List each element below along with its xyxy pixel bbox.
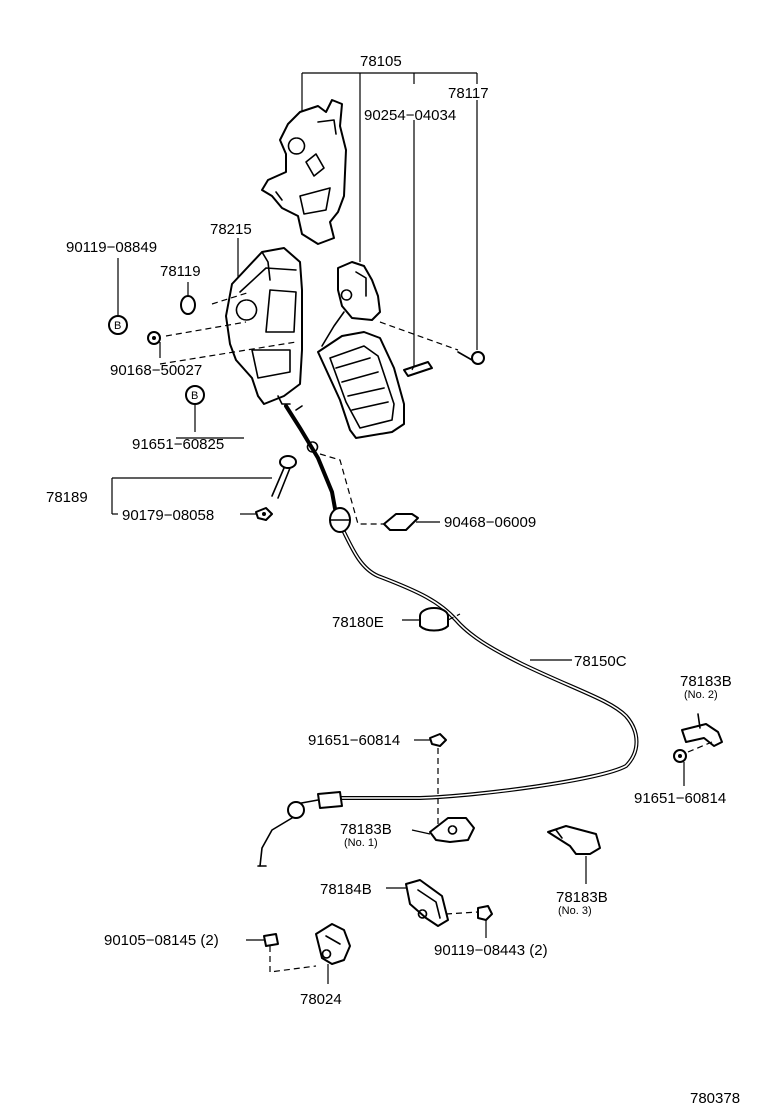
accelerator-cable: [257, 404, 639, 867]
accelerator-pedal-pad: [317, 331, 405, 439]
clamp-78183b-no3: [547, 825, 601, 884]
svg-text:B: B: [191, 390, 198, 402]
svg-text:B: B: [114, 320, 121, 332]
pedal-arm-bracket: [321, 261, 381, 347]
pedal-pin: [403, 361, 433, 377]
figure-number: 780378: [690, 1090, 740, 1107]
label-91651-60825: 91651−60825: [132, 436, 224, 453]
label-78180e: 78180E: [332, 614, 384, 631]
label-90168-50027: 90168−50027: [110, 362, 202, 379]
label-90119-08443: 90119−08443 (2): [434, 942, 548, 959]
label-90119-08849: 90119−08849: [66, 239, 157, 256]
bracket-78189-leader: [111, 477, 272, 515]
bracket-group-leader: [301, 72, 478, 370]
upper-mounting-bracket: [261, 99, 347, 245]
label-78105: 78105: [360, 53, 402, 70]
clamp-78183b-no2: [673, 713, 723, 786]
label-78215: 78215: [210, 221, 252, 238]
dashed-line: [165, 321, 247, 337]
dashed-line: [379, 321, 459, 351]
label-78117: 78117: [448, 85, 489, 102]
nut-90179: [255, 507, 273, 521]
b-marker-lower: B: [185, 385, 205, 432]
bolt-90168: [147, 331, 161, 358]
label-78183b-no3: 78183B: [556, 889, 608, 906]
bracket-78024: [315, 923, 351, 984]
label-78119: 78119: [160, 263, 201, 280]
label-78183b-no3-sub: (No. 3): [558, 905, 592, 917]
label-90179-08058: 90179−08058: [122, 507, 214, 524]
label-78184b: 78184B: [320, 881, 372, 898]
b-marker-upper: B: [108, 258, 128, 335]
label-91651-60814-mid: 91651−60814: [308, 732, 400, 749]
bolt-78117: [457, 351, 485, 365]
label-78183b-no1: 78183B: [340, 821, 392, 838]
label-90254-04034: 90254−04034: [364, 107, 456, 124]
bolt-90119-pair: [477, 905, 493, 938]
grommet-78180e: [402, 607, 461, 632]
dashed-line: [319, 453, 384, 525]
label-91651-60814-right: 91651−60814: [634, 790, 726, 807]
bracket-78184b: [386, 879, 479, 927]
label-90468-06009: 90468−06009: [444, 514, 536, 531]
clip-90468: [383, 513, 440, 531]
dashed-line: [211, 291, 251, 305]
label-90105-08145: 90105−08145 (2): [104, 932, 219, 949]
bolt-91651-mid: [414, 733, 447, 830]
pedal-housing: [225, 247, 303, 405]
label-78183b-no2-sub: (No. 2): [684, 689, 718, 701]
label-78189: 78189: [46, 489, 88, 506]
bolt-78189: [271, 455, 297, 499]
label-78183b-no2: 78183B: [680, 673, 732, 690]
bolt-90105-pair: [246, 933, 317, 973]
label-78150c: 78150C: [574, 653, 627, 670]
washer-78119: [180, 282, 196, 315]
label-78183b-no1-sub: (No. 1): [344, 837, 378, 849]
label-78024: 78024: [300, 991, 342, 1008]
dashed-line: [159, 341, 297, 365]
clamp-78183b-no1: [411, 817, 475, 843]
